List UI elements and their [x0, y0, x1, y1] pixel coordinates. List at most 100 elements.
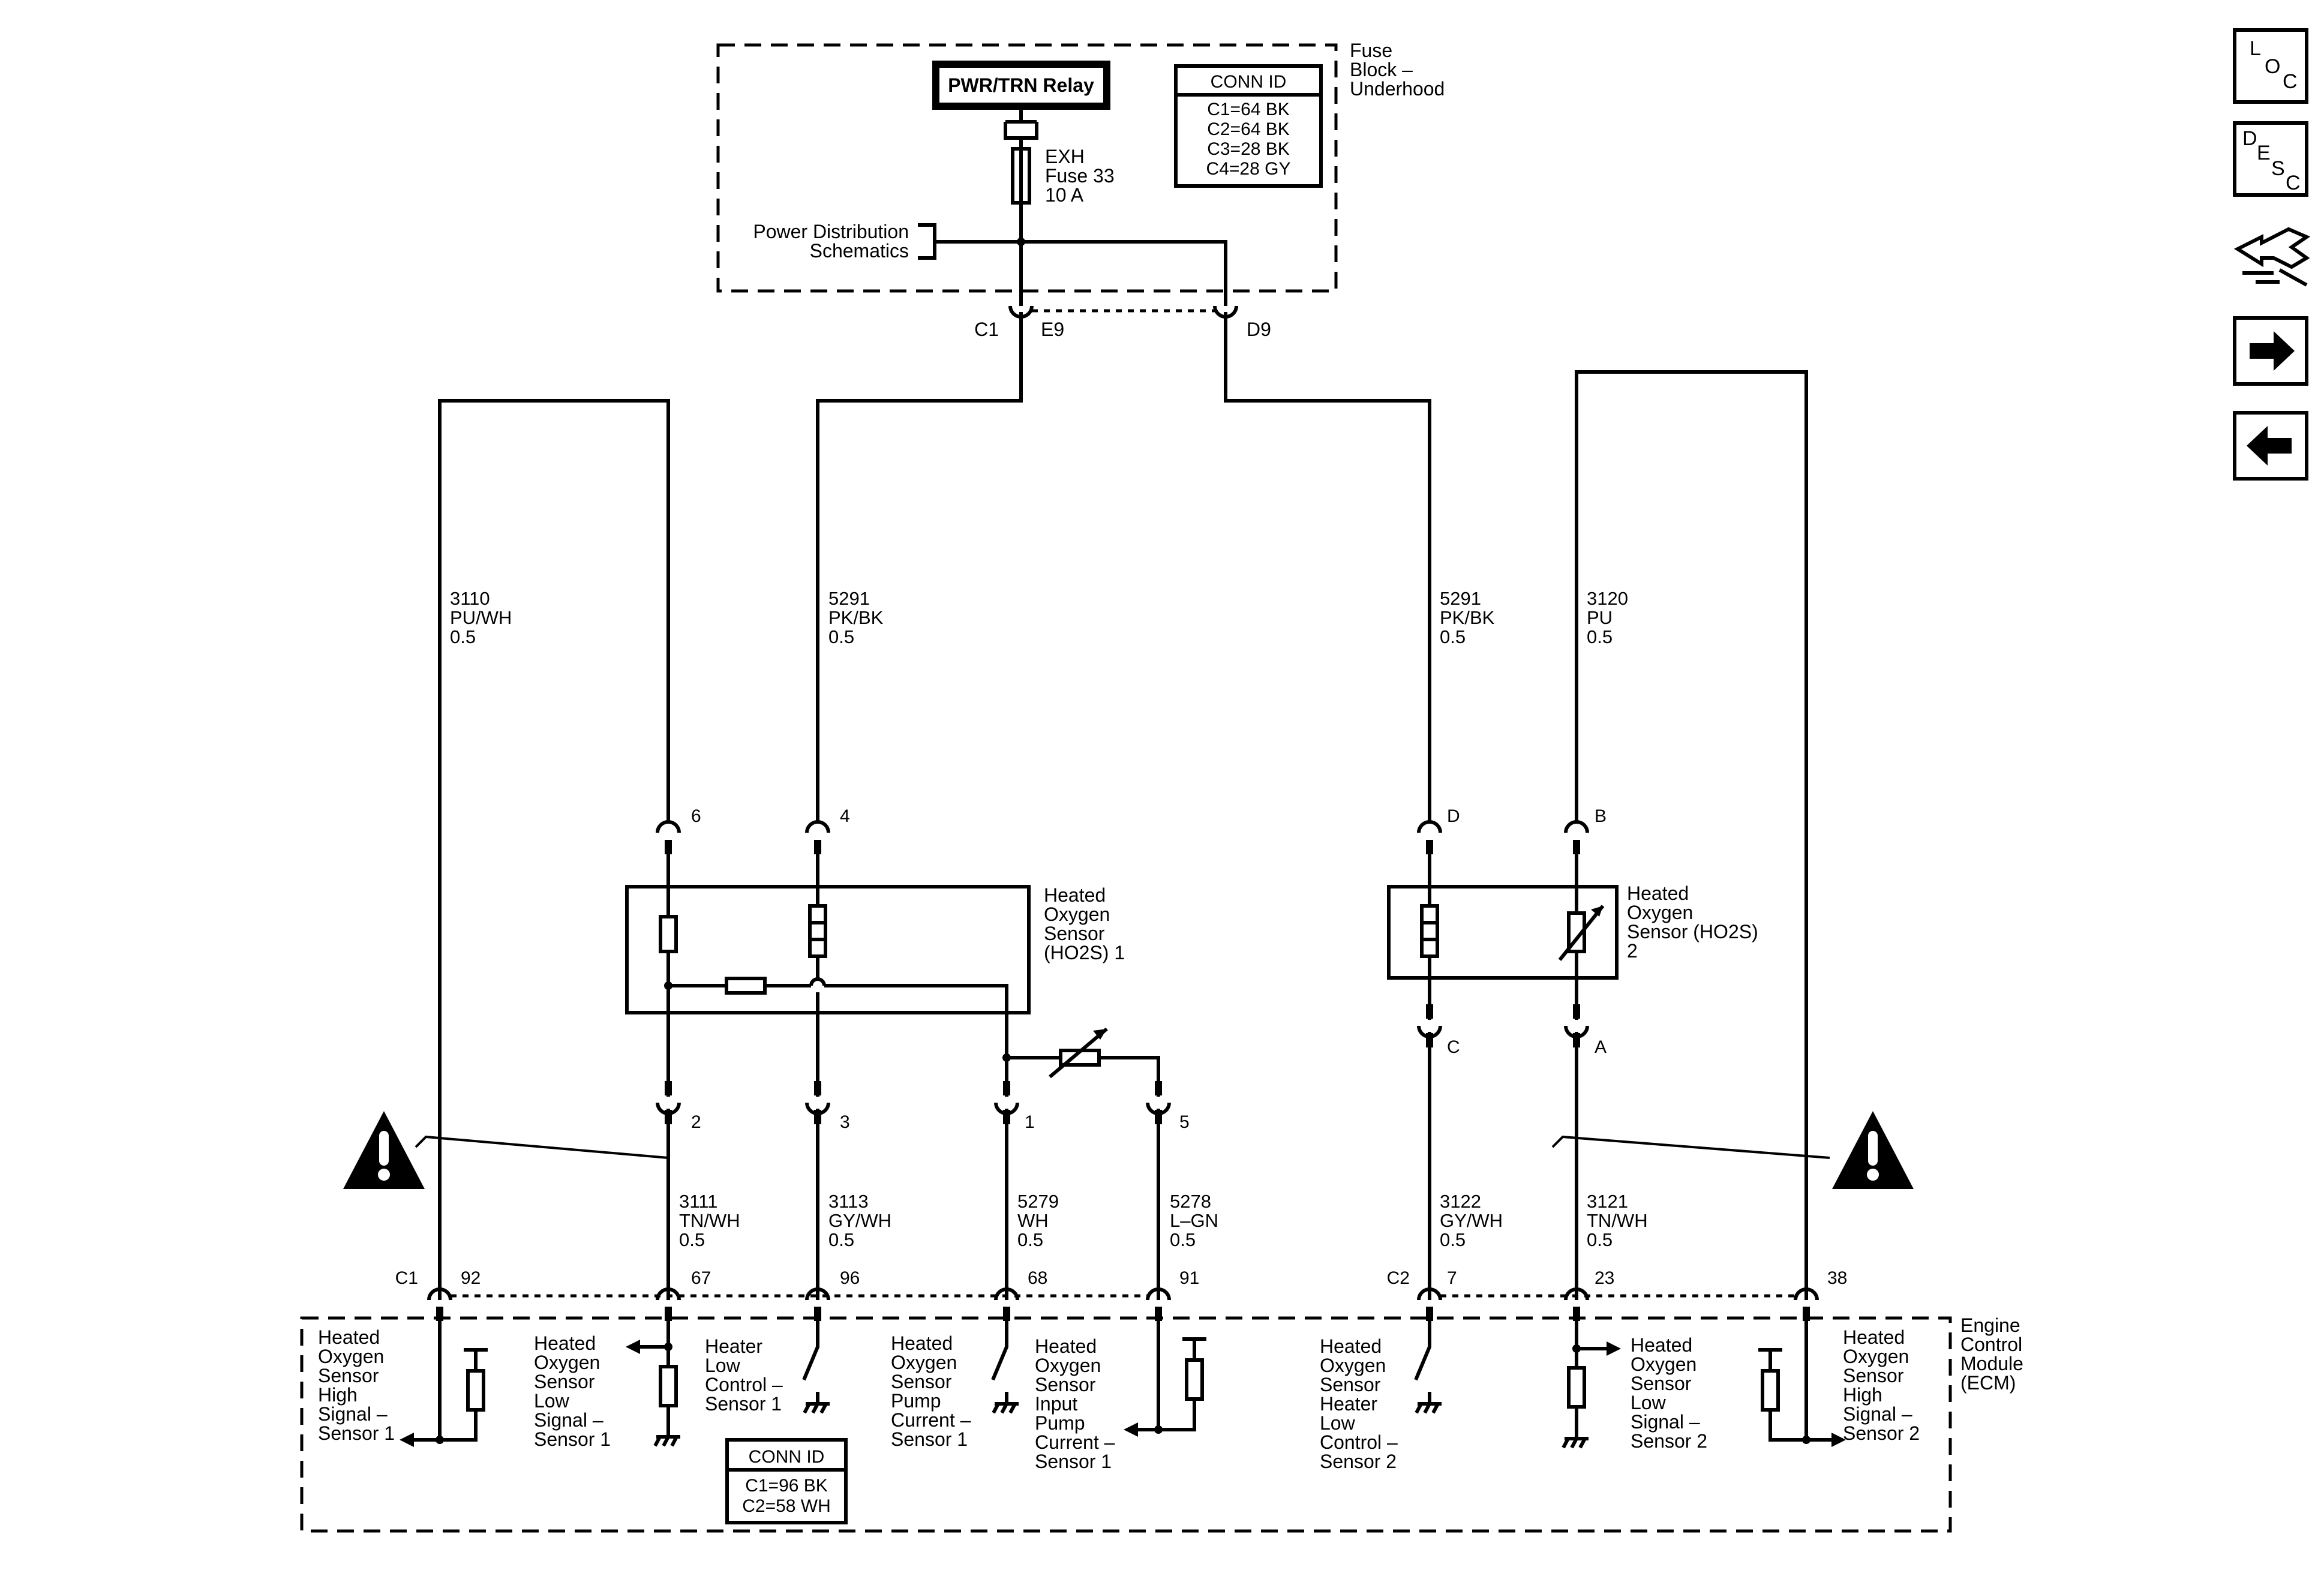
svg-text:67: 67 [691, 1268, 711, 1288]
lower-wiring [415, 1109, 1830, 1300]
svg-text:Heated: Heated [1044, 884, 1106, 906]
fuse-block-conn-id: CONN ID C1=64 BK C2=64 BK C3=28 BK C4=28… [1174, 64, 1323, 188]
svg-text:3111: 3111 [679, 1191, 717, 1212]
wire-label-3121: 3121 TN/WH 0.5 [1587, 1191, 1648, 1250]
heated-oxygen-sensor-1[interactable]: 6 4 Heated Oxygen Sensor (HO2S) 1 [625, 806, 1190, 1132]
svg-text:Control –: Control – [1320, 1431, 1398, 1453]
svg-text:91: 91 [1179, 1268, 1199, 1288]
wire-label-3111: 3111 TN/WH 0.5 [679, 1191, 740, 1250]
svg-text:(HO2S) 1: (HO2S) 1 [1044, 942, 1125, 963]
svg-text:Sensor 1: Sensor 1 [705, 1393, 782, 1415]
fuse-33-label: EXH Fuse 33 10 A [1045, 146, 1115, 206]
svg-text:E9: E9 [1041, 319, 1064, 340]
ecm-circuit-pump-current-sensor-1: Heated Oxygen Sensor Pump Current – Sens… [891, 1332, 971, 1450]
svg-text:0.5: 0.5 [450, 626, 476, 647]
svg-text:Oxygen: Oxygen [1631, 1353, 1697, 1375]
svg-text:0.5: 0.5 [1587, 1229, 1613, 1250]
previous-page-button[interactable] [2233, 411, 2308, 481]
ecm-circuit-heater-low-control-sensor-1: Heater Low Control – Sensor 1 [705, 1335, 783, 1415]
ecm-circuit-heater-low-control-sensor-2: Heated Oxygen Sensor Heater Low Control … [1320, 1335, 1398, 1472]
svg-text:2: 2 [691, 1112, 701, 1132]
connector-view-icon[interactable] [2233, 227, 2311, 287]
svg-text:Signal –: Signal – [534, 1409, 603, 1431]
svg-text:0.5: 0.5 [1440, 626, 1466, 647]
svg-text:Oxygen: Oxygen [891, 1352, 957, 1373]
svg-text:Underhood: Underhood [1350, 78, 1445, 100]
svg-text:PWR/TRN Relay: PWR/TRN Relay [948, 74, 1094, 96]
caution-icon[interactable] [1832, 1111, 1914, 1189]
svg-text:C2=58 WH: C2=58 WH [742, 1496, 831, 1516]
svg-text:Sensor: Sensor [1843, 1365, 1904, 1386]
svg-text:Heated: Heated [1320, 1335, 1382, 1357]
svg-text:Sensor 1: Sensor 1 [318, 1422, 395, 1444]
svg-text:Module: Module [1960, 1353, 2023, 1374]
caution-icon[interactable] [343, 1111, 425, 1189]
fuse-block-label: Fuse Block – Underhood [1350, 40, 1445, 100]
svg-text:23: 23 [1595, 1268, 1614, 1288]
svg-text:92: 92 [461, 1268, 481, 1288]
svg-text:CONN ID: CONN ID [749, 1447, 825, 1467]
svg-text:Oxygen: Oxygen [1320, 1355, 1386, 1376]
power-distribution-schematics-link[interactable]: Power Distribution Schematics [753, 221, 936, 262]
svg-text:C1=64 BK: C1=64 BK [1207, 100, 1290, 119]
svg-text:E: E [2257, 142, 2271, 164]
svg-text:3121: 3121 [1587, 1191, 1628, 1212]
svg-text:L–GN: L–GN [1170, 1210, 1218, 1231]
svg-text:Sensor: Sensor [1044, 923, 1105, 944]
svg-text:Sensor 2: Sensor 2 [1631, 1430, 1707, 1452]
svg-text:5279: 5279 [1017, 1191, 1059, 1212]
heated-oxygen-sensor-2[interactable]: D B Heated Oxygen Sensor (HO2S) 2 C A [1387, 806, 1758, 1300]
sensor-1-label: Heated Oxygen Sensor (HO2S) 1 [1044, 884, 1125, 963]
svg-text:C2=64 BK: C2=64 BK [1207, 119, 1290, 139]
ecm-circuit-input-pump-current-sensor-1: Heated Oxygen Sensor Input Pump Current … [1035, 1335, 1115, 1472]
svg-text:Sensor 1: Sensor 1 [1035, 1451, 1112, 1472]
svg-text:Low: Low [705, 1355, 741, 1376]
svg-text:Heated: Heated [1843, 1326, 1905, 1348]
svg-text:C: C [1447, 1037, 1460, 1057]
next-page-button[interactable] [2233, 316, 2308, 386]
engine-control-module[interactable]: Engine Control Module (ECM) C1 92 67 96 … [300, 1268, 2023, 1533]
svg-text:C1: C1 [395, 1268, 418, 1288]
svg-text:A: A [1595, 1037, 1607, 1057]
wire-label-5279: 5279 WH 0.5 [1017, 1191, 1059, 1250]
ecm-connectors[interactable]: C1 92 67 96 68 91 C2 7 23 38 [395, 1268, 1848, 1301]
upper-wiring [438, 312, 1808, 1300]
svg-text:Heated: Heated [1631, 1334, 1692, 1356]
svg-text:4: 4 [840, 806, 850, 826]
desc-button[interactable]: D E S C [2233, 121, 2308, 197]
svg-text:Current –: Current – [891, 1409, 971, 1431]
svg-text:3113: 3113 [828, 1191, 869, 1212]
ecm-circuit-high-signal-sensor-1: Heated Oxygen Sensor High Signal – Senso… [318, 1326, 395, 1444]
wire-label-5278: 5278 L–GN 0.5 [1170, 1191, 1218, 1250]
svg-text:0.5: 0.5 [1017, 1229, 1043, 1250]
fuse-block-underhood: Fuse Block – Underhood PWR/TRN Relay EXH… [716, 40, 1445, 340]
svg-text:Current –: Current – [1035, 1431, 1115, 1453]
svg-text:96: 96 [840, 1268, 860, 1288]
svg-text:Block –: Block – [1350, 59, 1413, 80]
svg-text:D: D [1447, 806, 1460, 826]
svg-text:Oxygen: Oxygen [1627, 902, 1693, 923]
svg-text:Sensor (HO2S): Sensor (HO2S) [1627, 921, 1758, 942]
svg-text:Heater: Heater [1320, 1393, 1377, 1415]
svg-text:Heated: Heated [1627, 882, 1689, 904]
wire-label-5291-right: 5291 PK/BK 0.5 [1440, 588, 1495, 647]
svg-text:6: 6 [691, 806, 701, 826]
svg-text:3: 3 [840, 1112, 850, 1132]
svg-text:0.5: 0.5 [1170, 1229, 1196, 1250]
svg-text:Control: Control [1960, 1334, 2022, 1355]
svg-text:Low: Low [1631, 1392, 1667, 1413]
pwr-trn-relay[interactable]: PWR/TRN Relay [932, 61, 1110, 110]
svg-text:D9: D9 [1247, 319, 1271, 340]
svg-text:Signal –: Signal – [1843, 1403, 1912, 1425]
svg-text:Engine: Engine [1960, 1314, 2020, 1336]
svg-text:S: S [2271, 157, 2285, 180]
loc-button[interactable]: L O C [2233, 28, 2308, 104]
svg-text:TN/WH: TN/WH [679, 1210, 740, 1231]
svg-text:C4=28 GY: C4=28 GY [1206, 159, 1291, 179]
fuse-33-exh[interactable] [1011, 147, 1031, 205]
ecm-label: Engine Control Module (ECM) [1960, 1314, 2023, 1394]
ecm-circuit-low-signal-sensor-1: Heated Oxygen Sensor Low Signal – Sensor… [534, 1332, 611, 1450]
svg-text:PK/BK: PK/BK [1440, 607, 1495, 628]
svg-text:Oxygen: Oxygen [534, 1352, 600, 1373]
